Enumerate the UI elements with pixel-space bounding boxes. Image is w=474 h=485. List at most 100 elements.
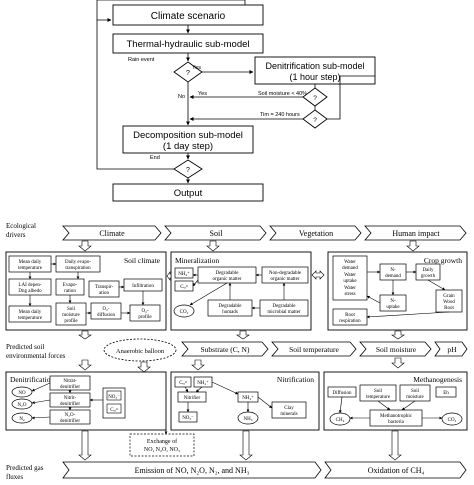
daily-evapo-2: transpiration (65, 266, 91, 271)
nitrifier: Nitrifier (184, 396, 201, 401)
yes-label-1: Yes (192, 65, 201, 71)
methanotrophic-bacteria-2: bacteria (388, 420, 405, 425)
ecological-drivers-label-2: drivers (6, 231, 26, 239)
nitrite-denitrifier: Nitrit- (64, 396, 77, 401)
emission-box (62, 461, 322, 479)
mean-daily-temp-bottom: Mean daily (19, 310, 42, 315)
anaerobic-balloon (103, 338, 177, 362)
soil-moisture-decision-mark: ? (313, 95, 317, 102)
end-decision-mark: ? (186, 167, 190, 174)
meth-eh: Eh (443, 391, 449, 396)
driver-vegetation (269, 225, 362, 241)
driver-climate (62, 225, 162, 241)
degradable-humads-2: humads (222, 310, 238, 315)
force-soil-moisture (359, 341, 432, 357)
anaerobic-balloon-label: Anaerobic balloon (116, 348, 165, 355)
methanotrophic-bacteria: Methanotrophic (380, 414, 413, 419)
wood: Wood (443, 300, 455, 305)
meth-soil-moisture: Soil (411, 389, 420, 394)
driver-human-impact-label: Human impact (392, 229, 440, 238)
lai: LAI depen- (18, 283, 42, 288)
force-ph-label: pH (447, 345, 457, 354)
driver-soil (164, 225, 267, 241)
oxidation-box (324, 461, 467, 479)
min-nh4: NH₄⁺ (178, 271, 190, 277)
n-uptake-2: uptake (386, 305, 400, 310)
nit-corg: Cₒᵣᵍ (179, 380, 187, 386)
time-condition: Tim = 240 hours (260, 112, 300, 118)
climate-scenario-label: Climate scenario (151, 11, 226, 22)
output-label: Output (174, 188, 203, 199)
non-degradable-om-2: organic matter (271, 277, 300, 282)
transpiration-2: ation (99, 291, 109, 296)
water-demand: Water (344, 260, 356, 265)
meth-soil-temp-2: temperature (366, 395, 391, 400)
emission-label: Emission of NO, N₂O, N₂, and NH₃ (135, 466, 250, 475)
grain: Grain (443, 294, 455, 299)
ecological-drivers-label: Ecological (6, 222, 36, 230)
meth-diffusion: Diffusion (332, 391, 352, 396)
lai-2: Dng albedo (18, 289, 42, 294)
mineralization-panel (170, 251, 312, 331)
meth-ch4: CH₄ (336, 418, 345, 423)
root-respiration-2: respiration (339, 319, 361, 324)
n2o-denitrifier-2: denitrifier (60, 419, 80, 424)
evaporation: Evapo- (63, 283, 78, 288)
mean-daily-temp-bottom-2: temperature (18, 316, 43, 321)
o2-profile-2: profile (138, 315, 152, 320)
infiltration: Infiltration (132, 284, 154, 289)
water-stress: Water (344, 286, 356, 291)
time-decision (302, 109, 328, 129)
driver-soil-label: Soil (210, 229, 224, 238)
evaporation-2: ration (64, 289, 76, 294)
min-co2: CO₂ (180, 310, 189, 315)
predicted-soil-label: Predicted soil (6, 343, 44, 351)
meth-co2: CO₂ (448, 418, 457, 423)
end-label: End (150, 155, 160, 161)
no-label: No (178, 94, 185, 100)
exchange-box (129, 433, 195, 457)
meth-soil-temp: Soil (374, 389, 383, 394)
daily-growth-2: growth (421, 274, 436, 279)
denit-corg: Cₒᵣᵍ (110, 407, 118, 413)
driver-human-impact (364, 225, 467, 241)
force-soil-temperature (271, 341, 357, 357)
water-uptake: Water (344, 273, 356, 278)
soil-moisture-profile-3: profile (64, 319, 78, 324)
force-soil-moisture-label: Soil moisture (376, 345, 417, 354)
nitrate-denitrifier: Nitrat- (63, 379, 77, 384)
min-corg: Cₒᵣᵍ (180, 284, 188, 290)
denit-n2o: N₂O (18, 403, 27, 408)
exchange-label-2: NO, N₂O, NO₃ (144, 447, 180, 453)
n2o-denitrifier: N₂O- (65, 413, 76, 418)
n-demand: N- (390, 268, 396, 273)
time-decision-mark: ? (313, 117, 317, 124)
decomposition-submodel-box (122, 125, 254, 154)
o2-profile: O₂- (141, 309, 148, 314)
nit-nh4: NH₄⁺ (197, 380, 209, 386)
degradable-humads: Degradable (218, 304, 242, 309)
meth-soil-moisture-2: moisture (406, 395, 424, 400)
crop-growth-title: Crop growth (424, 256, 462, 265)
clay-minerals-2: minerals (280, 412, 297, 417)
oxidation-label: Oxidation of CH₄ (368, 466, 425, 475)
nitrate-denitrifier-2: denitrifier (60, 385, 80, 390)
soil-moisture-profile-2: moisture (62, 313, 80, 318)
driver-vegetation-label: Vegetation (299, 229, 333, 238)
mineralization-title: Mineralization (175, 256, 219, 265)
root: Root (444, 306, 454, 311)
nit-no3: NO₃⁻ (182, 416, 194, 421)
degradable-om: Degradable (215, 271, 239, 276)
water-demand-2: demand (342, 266, 358, 271)
force-substrate-label: Substrate (C, N) (201, 345, 250, 354)
thermal-hydraulic-label: Thermal-hydraulic sub-model (126, 39, 249, 50)
exchange-label: Exchange of (147, 438, 177, 445)
force-soil-temperature-label: Soil temperature (289, 345, 339, 354)
force-ph (434, 341, 468, 357)
decomposition-submodel-step: (1 day step) (163, 141, 213, 152)
predicted-soil-label-2: environmental forces (6, 352, 66, 360)
denit-n2: N₂ (19, 417, 25, 422)
denitrification-title: Denitrification (10, 375, 54, 384)
rain-decision-mark: ? (186, 70, 190, 77)
